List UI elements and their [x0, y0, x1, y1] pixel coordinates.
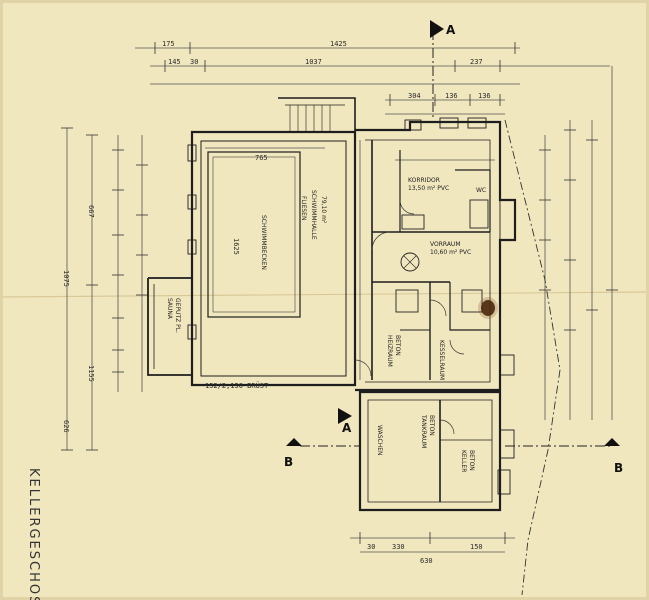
dim-top-left-b: 145 — [168, 58, 181, 66]
section-marker-a-bottom: A — [338, 408, 352, 435]
room-schwimmbecken: SCHWIMMBECKEN — [260, 215, 267, 270]
dim-top-left-small: 30 — [190, 58, 198, 66]
room-korridor: KORRIDOR — [408, 177, 440, 184]
dim-left-b: 667 — [87, 205, 95, 218]
dim-pool-width: 765 — [255, 154, 268, 162]
fixtures — [395, 199, 489, 313]
room-keller-sub: BETON — [468, 450, 475, 471]
dim-bottom-a: 330 — [392, 543, 405, 551]
dim-top-total: 1425 — [330, 40, 347, 48]
room-vorraum-sub: 10,60 m² PVC — [430, 249, 471, 256]
property-boundary — [504, 119, 561, 596]
room-tank: TANKRAUM — [420, 414, 427, 448]
room-korridor-sub: 13,50 m² PVC — [408, 185, 449, 192]
ink-stain — [481, 300, 495, 316]
svg-text:B: B — [284, 455, 293, 469]
floor-note: 152/2,150 BRÜST — [205, 381, 269, 390]
room-labels: SCHWIMMHALLE FLIESEN 79,10 m² SCHWIMMBEC… — [166, 177, 486, 472]
dimension-labels: 175 1425 145 30 1037 237 304 136 136 765… — [62, 40, 491, 565]
dim-left-c: 626 — [62, 420, 70, 433]
dim-top-right: 237 — [470, 58, 483, 66]
dim-top-mid: 1037 — [305, 58, 322, 66]
dim-right-c: 136 — [478, 92, 491, 100]
section-marker-a-top: A — [430, 20, 456, 38]
room-schwimmhalle-area: 79,10 m² — [320, 196, 327, 224]
svg-text:B: B — [614, 461, 623, 475]
room-tank-sub: BETON — [428, 415, 435, 436]
dim-left-total: 1075 — [62, 270, 70, 287]
room-wc: WC — [476, 187, 486, 194]
dim-bottom-b: 630 — [420, 557, 433, 565]
svg-text:A: A — [446, 23, 456, 37]
ink-stain-halo — [478, 297, 498, 319]
paper-fold — [0, 291, 649, 298]
walls — [147, 97, 517, 512]
dimension-lines — [61, 42, 618, 553]
room-waschen: WASCHEN — [376, 425, 383, 456]
room-sauna-sub: GEPUTZ PL. — [174, 298, 181, 333]
room-sauna: SAUNA — [166, 298, 173, 320]
door-swings — [354, 199, 465, 435]
dim-pool-depth: 1625 — [232, 238, 240, 255]
dim-right-a: 304 — [408, 92, 421, 100]
section-marker-b-right: B — [604, 438, 623, 475]
section-marker-b-left: B — [284, 438, 302, 469]
dim-top-left: 175 — [162, 40, 175, 48]
dim-left-a: 1155 — [87, 365, 95, 382]
dim-right-b: 136 — [445, 92, 458, 100]
svg-text:A: A — [342, 421, 352, 435]
room-vorraum: VORRAUM — [430, 241, 461, 248]
dim-bottom-c: 30 — [367, 543, 375, 551]
room-schwimmhalle: SCHWIMMHALLE — [310, 190, 317, 240]
room-kessel: KESSELRAUM — [438, 340, 445, 380]
dim-bottom-d: 150 — [470, 543, 483, 551]
room-keller: KELLER — [460, 450, 467, 472]
room-schwimmhalle-sub: FLIESEN — [300, 196, 307, 220]
room-heizraum-sub: BETON — [394, 335, 401, 356]
room-heizraum: HEIZRAUM — [386, 335, 393, 367]
sheet-title: KELLERGESCHOSS — [26, 468, 41, 600]
